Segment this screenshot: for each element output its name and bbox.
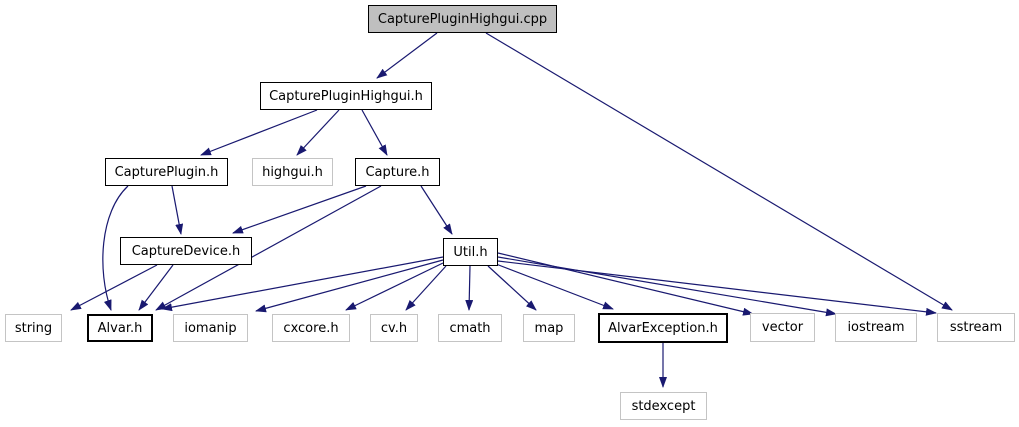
node-label: string: [14, 320, 53, 336]
node-label: map: [534, 320, 564, 336]
node-cph_h[interactable]: CapturePluginHighgui.h: [260, 82, 432, 110]
node-label: Alvar.h: [97, 320, 143, 336]
node-cmath: cmath: [438, 314, 502, 342]
node-label: CapturePluginHighgui.cpp: [377, 11, 548, 27]
node-label: highgui.h: [262, 164, 323, 180]
node-label: cmath: [449, 320, 491, 336]
edge-cph_h-capture_h: [361, 109, 388, 156]
edge-util_h-iostream: [497, 256, 837, 317]
edge-capture_h-alvar_h: [155, 185, 382, 311]
edge-capture_plugin_h-capture_device_h: [171, 185, 184, 235]
node-alvar_exception_h[interactable]: AlvarException.h: [598, 313, 728, 343]
node-label: cxcore.h: [283, 320, 339, 336]
node-util_h[interactable]: Util.h: [443, 238, 498, 266]
node-label: Capture.h: [365, 164, 430, 180]
edge-capture_h-capture_device_h: [232, 185, 367, 234]
node-cpp: CapturePluginHighgui.cpp: [368, 5, 557, 33]
node-label: CapturePluginHighgui.h: [269, 88, 423, 104]
node-label: sstream: [949, 320, 1003, 335]
node-label: iomanip: [184, 320, 237, 336]
node-cv_h: cv.h: [370, 314, 418, 342]
node-iomanip: iomanip: [173, 314, 248, 342]
node-capture_plugin_h[interactable]: CapturePlugin.h: [105, 158, 228, 186]
node-label: cv.h: [380, 320, 408, 336]
edge-cph_h-capture_plugin_h: [200, 109, 318, 156]
node-cxcore_h: cxcore.h: [272, 314, 350, 342]
edge-util_h-cxcore_h: [345, 262, 444, 311]
edge-util_h-sstream: [497, 260, 937, 316]
node-label: Util.h: [453, 244, 488, 260]
edge-util_h-alvar_h: [161, 256, 444, 312]
edge-cph_h-highgui_h: [296, 109, 340, 156]
node-highgui_h: highgui.h: [252, 158, 333, 186]
edge-capture_device_h-string: [70, 264, 158, 311]
edge-util_h-vector: [497, 252, 754, 316]
node-vector: vector: [750, 313, 815, 342]
node-stdexcept: stdexcept: [620, 392, 707, 420]
node-label: vector: [761, 320, 804, 335]
edge-util_h-alvar_exception_h: [495, 263, 614, 310]
node-capture_device_h[interactable]: CaptureDevice.h: [120, 237, 252, 265]
edge-capture_plugin_h-alvar_h: [102, 185, 129, 311]
node-sstream: sstream: [937, 313, 1015, 342]
node-capture_h[interactable]: Capture.h: [355, 158, 440, 186]
node-alvar_h[interactable]: Alvar.h: [87, 314, 153, 342]
edge-util_h-map: [487, 265, 537, 311]
edge-util_h-cv_h: [405, 265, 447, 311]
edge-util_h-cmath: [465, 265, 474, 311]
edge-capture_h-util_h: [420, 185, 453, 235]
edge-util_h-iomanip: [255, 259, 444, 313]
node-label: CapturePlugin.h: [114, 164, 219, 180]
node-label: iostream: [847, 320, 905, 335]
node-label: stdexcept: [631, 398, 696, 414]
edge-capture_device_h-alvar_h: [138, 264, 174, 311]
node-label: CaptureDevice.h: [131, 243, 241, 259]
node-map: map: [523, 314, 575, 342]
edge-cpp-sstream: [485, 32, 953, 311]
node-label: AlvarException.h: [608, 320, 718, 336]
node-iostream: iostream: [835, 313, 917, 342]
edge-cpp-cph_h: [376, 32, 438, 79]
node-string: string: [5, 314, 62, 342]
